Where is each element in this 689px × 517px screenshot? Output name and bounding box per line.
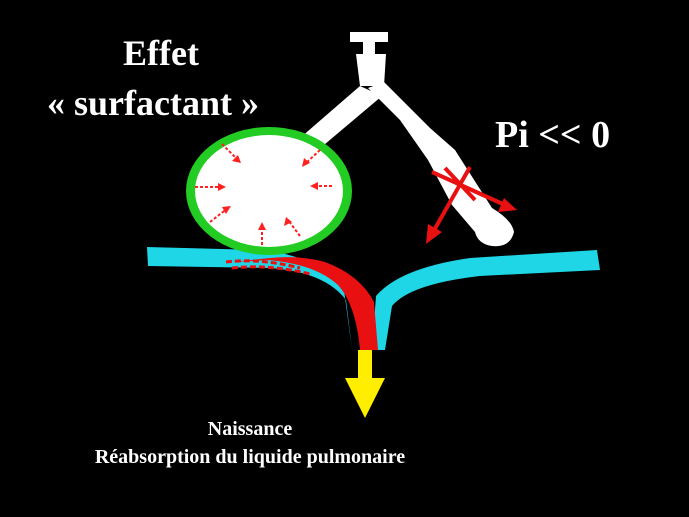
caption-naissance: Naissance (207, 418, 293, 440)
flow-arrow-icon (345, 350, 385, 418)
airway-tree (300, 32, 514, 247)
fluid-red-channel (232, 257, 378, 350)
title-surfactant: « surfactant » (47, 83, 259, 123)
caption-reabsorption: Réabsorption du liquide pulmonaire (94, 446, 406, 468)
fluid-layer-left (147, 247, 600, 350)
fluid-red-streaks (225, 259, 311, 276)
crossed-arrow-icon (431, 166, 517, 212)
inward-arrowheads (218, 155, 318, 230)
alveolus (195, 135, 343, 247)
arrow-down-left-icon (426, 166, 472, 244)
pressure-label: Pi << 0 (495, 114, 611, 156)
title-effet: Effet (123, 33, 199, 73)
